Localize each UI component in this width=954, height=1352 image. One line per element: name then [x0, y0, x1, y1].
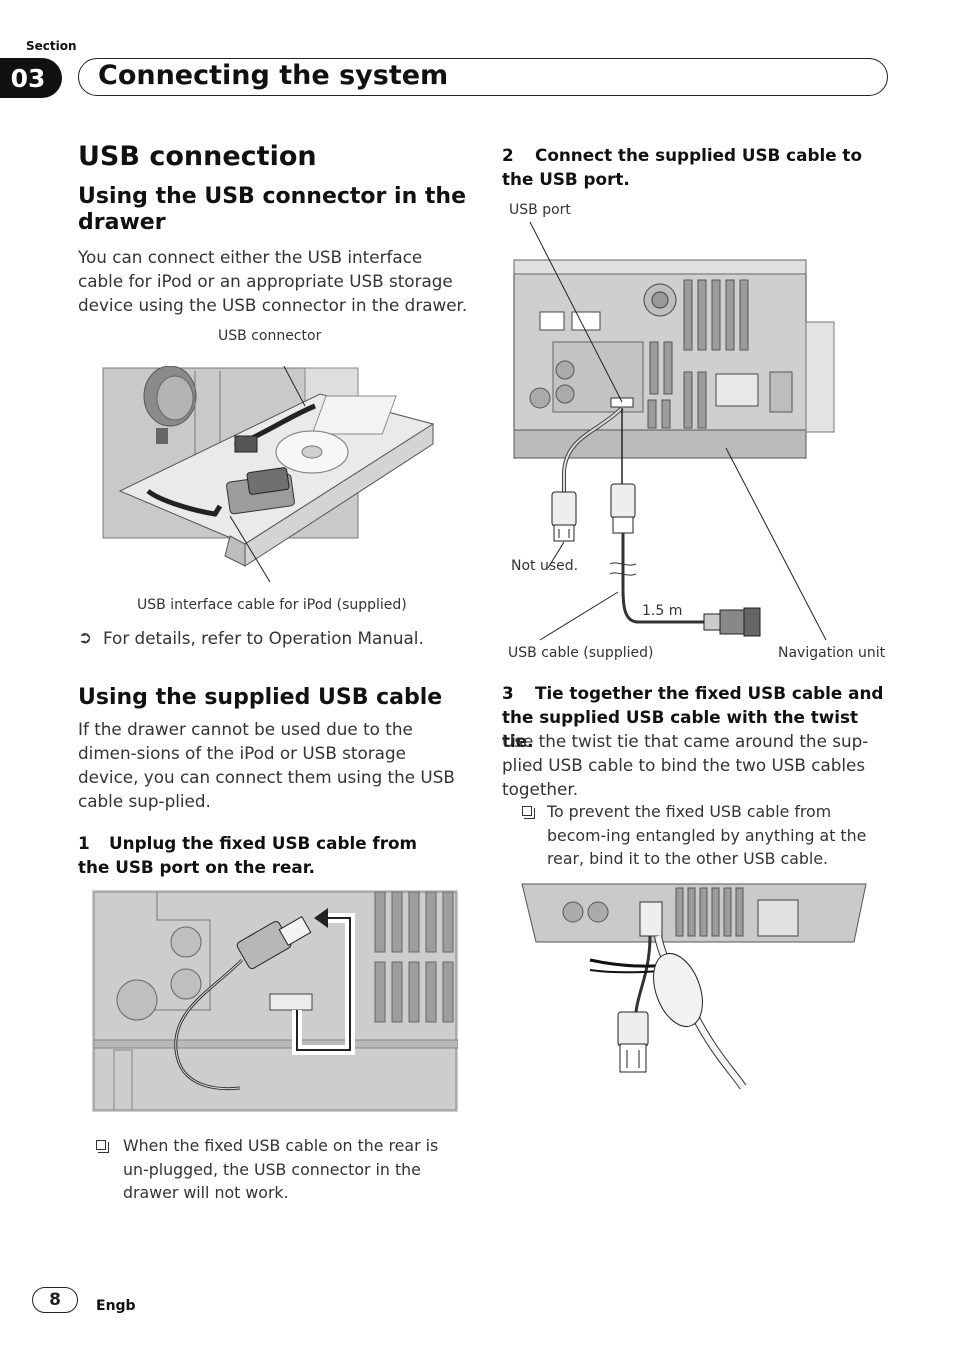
twist-tie-illustration	[521, 883, 867, 1090]
label-usb-port: USB port	[509, 202, 571, 218]
note-fixed-cable: When the fixed USB cable on the rear is …	[96, 1134, 466, 1205]
step1-text: Unplug the fixed USB cable from the USB …	[78, 833, 418, 877]
subheading-drawer: Using the USB connector in the drawer	[78, 184, 467, 236]
caption-ipod-cable: USB interface cable for iPod (supplied)	[137, 597, 407, 613]
caption-usb-connector: USB connector	[218, 328, 322, 344]
step2-text: Connect the supplied USB cable to the US…	[502, 145, 862, 189]
language-code: Engb	[96, 1298, 136, 1314]
main-heading: USB connection	[78, 141, 317, 172]
section-number-badge: 03	[0, 58, 62, 98]
label-navigation-unit: Navigation unit	[778, 645, 886, 661]
reference-arrow-icon: ➲	[78, 627, 93, 647]
step3-text: Tie together the fixed USB cable and the…	[502, 683, 884, 751]
note-prevent-entangle: To prevent the fixed USB cable from beco…	[522, 800, 888, 871]
header-frame	[78, 58, 888, 96]
reference-note: For details, refer to Operation Manual.	[103, 628, 424, 648]
page-number: 8	[32, 1287, 78, 1313]
step3-number: 3	[502, 683, 514, 703]
connect-illustration	[513, 222, 835, 641]
step1-number: 1	[78, 833, 90, 853]
note-prevent-entangle-text: To prevent the fixed USB cable from beco…	[547, 802, 867, 868]
unplug-illustration	[92, 890, 458, 1112]
supplied-cable-intro-text: If the drawer cannot be used due to the …	[78, 719, 455, 811]
label-not-used: Not used.	[511, 558, 579, 574]
checkbox-bullet-icon	[522, 806, 535, 819]
note-fixed-cable-text: When the fixed USB cable on the rear is …	[123, 1136, 439, 1202]
step3-body-text: Use the twist tie that came around the s…	[502, 731, 869, 799]
drawer-illustration	[102, 366, 435, 582]
chapter-title: Connecting the system	[98, 60, 449, 91]
step2-number: 2	[502, 145, 514, 165]
section-label: Section	[26, 39, 77, 53]
subheading-supplied-cable: Using the supplied USB cable	[78, 685, 443, 710]
label-cable-length: 1.5 m	[642, 603, 683, 619]
checkbox-bullet-icon	[96, 1140, 109, 1153]
label-usb-cable: USB cable (supplied)	[508, 645, 654, 661]
drawer-intro-text: You can connect either the USB interface…	[78, 247, 468, 315]
